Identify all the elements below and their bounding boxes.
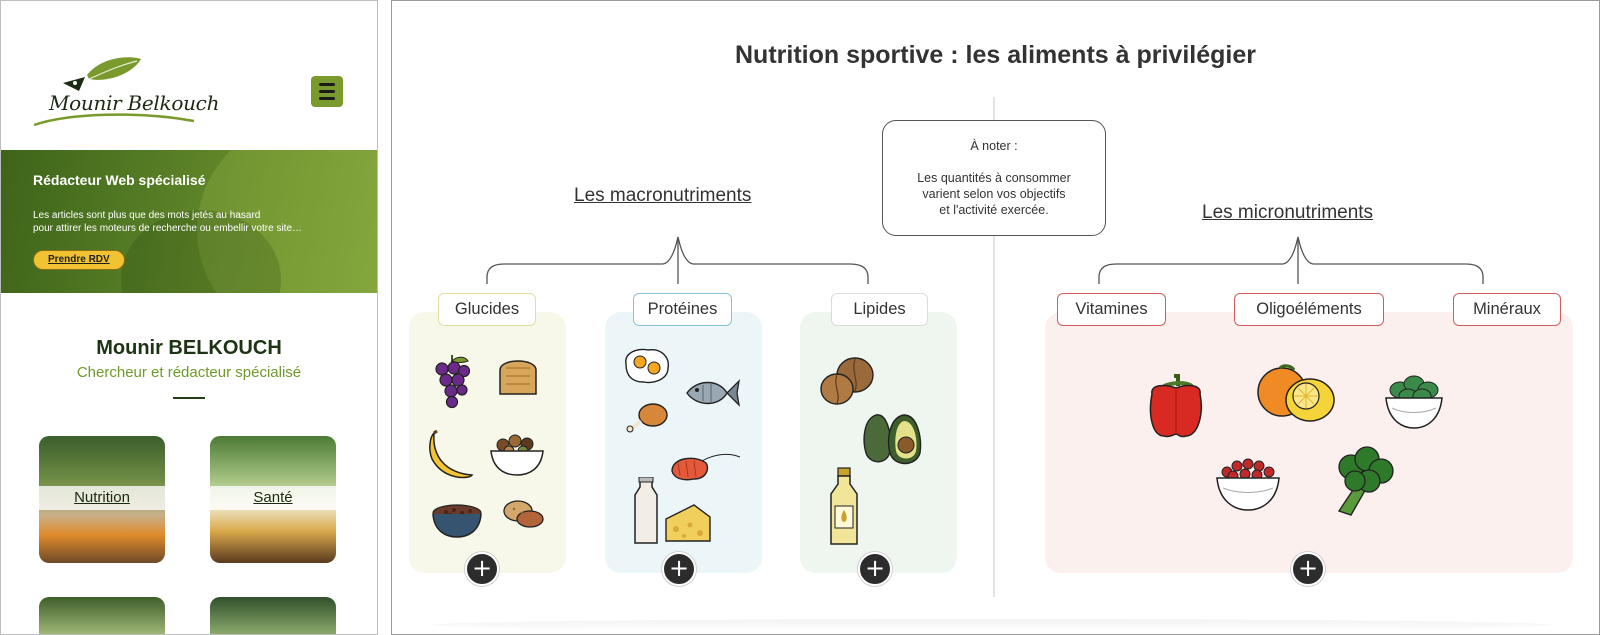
hamburger-line: [319, 97, 335, 100]
note-title: À noter :: [970, 139, 1018, 153]
hamburger-line: [319, 83, 335, 86]
walnut-icon: [820, 357, 874, 405]
milk-bottle-icon: [634, 477, 658, 544]
fish-icon: [686, 379, 740, 407]
author-name: Mounir BELKOUCH: [96, 337, 282, 359]
note-line: Les quantités à consommer: [917, 171, 1071, 185]
expand-lipides-button[interactable]: +: [858, 552, 892, 586]
note-text: Les quantités à consommer varient selon …: [883, 170, 1105, 218]
shrimp-icon: [671, 453, 741, 481]
berries-bowl-icon: [1216, 458, 1280, 511]
category-oligoelements: Oligoéléments: [1234, 293, 1384, 326]
center-divider: [993, 97, 995, 597]
hero-text-line: pour attirer les moteurs de recherche ou…: [33, 223, 303, 234]
macronutrients-title: Les macronutriments: [574, 185, 752, 206]
lentils-bowl-icon: [432, 504, 482, 538]
note-line: et l'activité exercée.: [939, 203, 1049, 217]
bread-icon: [499, 360, 537, 395]
category-lipides: Lipides: [831, 293, 928, 326]
broccoli-icon: [1337, 446, 1394, 516]
micronutrients-title: Les micronutriments: [1202, 202, 1374, 223]
expand-proteines-button[interactable]: +: [662, 552, 696, 586]
bottom-shadow: [432, 619, 1552, 631]
appointment-button[interactable]: Prendre RDV: [33, 250, 125, 270]
category-glucides: Glucides: [438, 293, 536, 326]
category-proteines: Protéines: [633, 293, 732, 326]
category-vitamines: Vitamines: [1057, 293, 1166, 326]
glucides-column: [409, 312, 566, 573]
avocado-icon: [863, 414, 922, 465]
nutrition-infographic: Nutrition sportive : les aliments à priv…: [391, 0, 1600, 635]
banana-icon: [429, 429, 474, 479]
micronutrients-area: [1045, 312, 1573, 573]
mobile-website-panel: Mounir Belkouch Rédacteur Web spécialisé…: [0, 0, 378, 635]
infographic-title: Nutrition sportive : les aliments à priv…: [735, 41, 1256, 69]
hamburger-line: [319, 90, 335, 93]
egg-icon: [625, 348, 669, 384]
card-label-band: [39, 486, 165, 510]
cheese-icon: [665, 504, 711, 542]
hero-text: Les articles sont plus que des mots jeté…: [33, 209, 353, 235]
nuts-bowl-icon: [490, 434, 544, 476]
expand-micronutrients-button[interactable]: +: [1291, 552, 1325, 586]
category-card-sante[interactable]: Santé: [210, 436, 336, 563]
logo-leaf-pen-icon[interactable]: [29, 53, 209, 133]
chicken-leg-icon: [626, 403, 668, 433]
hero-title: Rédacteur Web spécialisé: [33, 172, 206, 188]
card-label-band: [210, 486, 336, 510]
spinach-bowl-icon: [1385, 375, 1443, 429]
card-label[interactable]: Santé: [253, 489, 293, 506]
bell-pepper-icon: [1149, 374, 1202, 438]
category-card[interactable]: [39, 597, 165, 634]
citrus-icon: [1257, 364, 1335, 422]
hero-banner: Rédacteur Web spécialisé Les articles so…: [1, 150, 377, 293]
bracket-connectors: [486, 236, 1484, 284]
note-line: varient selon vos objectifs: [922, 187, 1066, 201]
divider: [173, 397, 205, 399]
category-card[interactable]: [210, 597, 336, 634]
expand-glucides-button[interactable]: +: [465, 552, 499, 586]
hamburger-menu-button[interactable]: [311, 76, 343, 107]
potato-icon: [503, 500, 544, 528]
site-header: Mounir Belkouch: [1, 1, 377, 150]
hero-text-line: Les articles sont plus que des mots jeté…: [33, 210, 261, 221]
category-card-nutrition[interactable]: Nutrition: [39, 436, 165, 563]
author-subtitle: Chercheur et rédacteur spécialisé: [76, 364, 302, 381]
oil-bottle-icon: [830, 467, 858, 545]
category-mineraux: Minéraux: [1453, 293, 1561, 326]
grapes-icon: [435, 355, 471, 409]
logo-text: Mounir Belkouch: [49, 91, 220, 115]
note-box: À noter : Les quantités à consommer vari…: [882, 120, 1106, 236]
card-label[interactable]: Nutrition: [74, 489, 130, 506]
